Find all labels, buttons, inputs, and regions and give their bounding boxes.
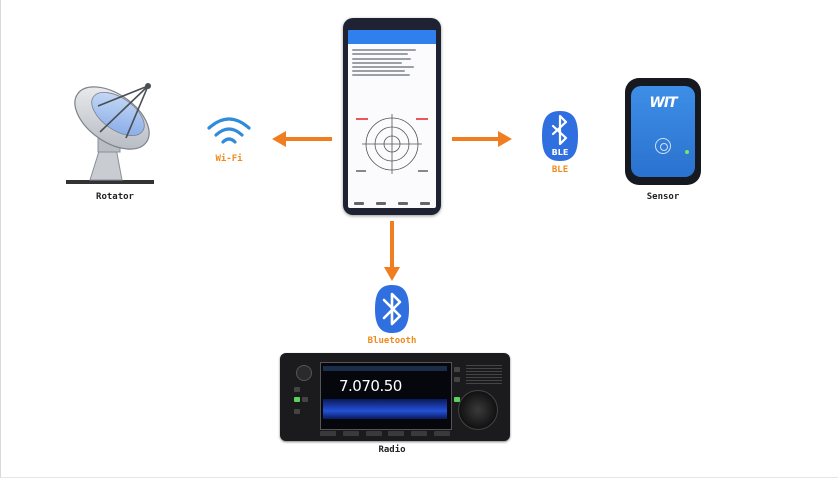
rotator-label: Rotator (96, 192, 134, 202)
radio-tx-led (454, 397, 460, 402)
radio-device: 7.070.50 (280, 353, 510, 441)
wifi-icon (207, 117, 251, 144)
radio-display-status-strip (323, 366, 447, 371)
phone-bottom-buttons (348, 202, 436, 205)
phone-info-lines (348, 44, 436, 77)
ble-node: BLE (540, 110, 580, 162)
bluetooth-node (374, 284, 410, 334)
radio-small-knob (296, 365, 312, 381)
phone-device (343, 18, 441, 215)
radio-function-buttons (320, 431, 450, 437)
sensor-button-icon (655, 138, 671, 154)
satellite-dish-icon (66, 83, 154, 184)
radio-side-button (454, 367, 460, 372)
wifi-node (206, 112, 252, 148)
sensor-label: Sensor (646, 192, 680, 202)
radio-display: 7.070.50 (320, 362, 452, 430)
radio-side-button (294, 387, 300, 392)
radio-side-button (302, 397, 308, 402)
rotator-node (60, 78, 170, 188)
radio-side-button (294, 409, 300, 414)
arrow-to-rotator (272, 131, 332, 147)
sensor-led (685, 150, 689, 154)
bluetooth-label: Bluetooth (367, 336, 417, 346)
arrow-to-radio (384, 221, 400, 281)
sensor-device: WIT (625, 78, 701, 185)
radio-label: Radio (378, 445, 406, 455)
crosshair-compass-icon (356, 114, 428, 174)
radio-frequency: 7.070.50 (339, 377, 402, 395)
radio-main-dial (458, 390, 498, 430)
sensor-face: WIT (631, 86, 695, 177)
sensor-logo: WIT (649, 95, 677, 111)
arrow-to-sensor (452, 131, 512, 147)
bluetooth-icon: BLE (542, 111, 578, 161)
radio-spectrum-scope (323, 399, 447, 419)
ble-badge-text: BLE (552, 148, 569, 157)
radio-power-led (294, 397, 300, 402)
radio-speaker-grill (466, 365, 502, 385)
radio-side-button (454, 377, 460, 382)
bluetooth-icon (375, 285, 409, 333)
wifi-label: Wi-Fi (215, 154, 243, 164)
phone-screen (348, 30, 436, 208)
phone-app-header (348, 30, 436, 44)
ble-label: BLE (551, 165, 569, 175)
